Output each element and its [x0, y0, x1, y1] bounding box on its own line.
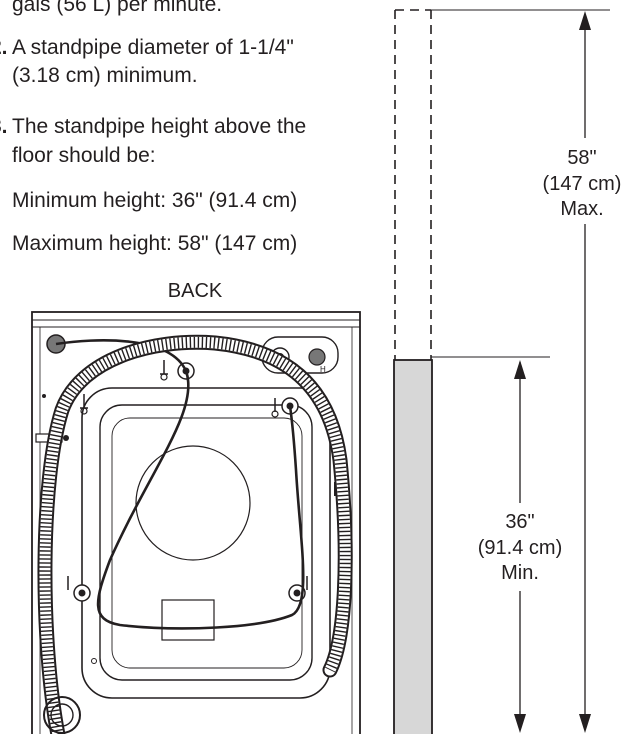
standpipe-min	[393, 359, 433, 734]
max-arrow-top	[579, 11, 591, 30]
min-arrow-top	[514, 360, 526, 379]
hot-inlet-label: H	[320, 365, 326, 374]
min-height-caption: Min.	[501, 562, 539, 584]
min-height-value: 36"	[505, 511, 534, 533]
item-2-line-1: A standpipe diameter of 1-1/4"	[12, 36, 294, 59]
minimum-height-line: Minimum height: 36" (91.4 cm)	[12, 189, 298, 212]
item-3-line-1: The standpipe height above the	[12, 115, 307, 138]
item-number-3: 3.	[0, 115, 8, 138]
back-label: BACK	[168, 280, 223, 302]
maximum-height-line: Maximum height: 58" (147 cm)	[12, 232, 298, 255]
label-plate	[161, 599, 215, 641]
min-height-metric: (91.4 cm)	[478, 537, 562, 559]
standpipe-diagram: 58" (147 cm) Max. 36" (91.4 cm) Min.	[393, 9, 639, 734]
item-2-line-2: (3.18 cm) minimum.	[12, 64, 198, 87]
max-height-caption: Max.	[560, 198, 603, 220]
min-arrow-bottom	[514, 714, 526, 733]
max-arrow-bottom	[579, 714, 591, 733]
max-height-metric: (147 cm)	[543, 173, 622, 195]
drum-back-circle	[135, 445, 251, 561]
transit-bolt-bottom-left	[73, 584, 91, 602]
instruction-partial-line: gals (56 L) per minute.	[12, 0, 223, 16]
item-number-2: 2.	[0, 36, 8, 59]
item-3-line-2: floor should be:	[12, 144, 156, 167]
power-cord	[55, 339, 305, 630]
back-panel-outer	[81, 387, 331, 699]
back-panel-inner	[99, 404, 313, 681]
max-height-value: 58"	[567, 147, 596, 169]
washer-back-view: BACK	[31, 280, 361, 734]
